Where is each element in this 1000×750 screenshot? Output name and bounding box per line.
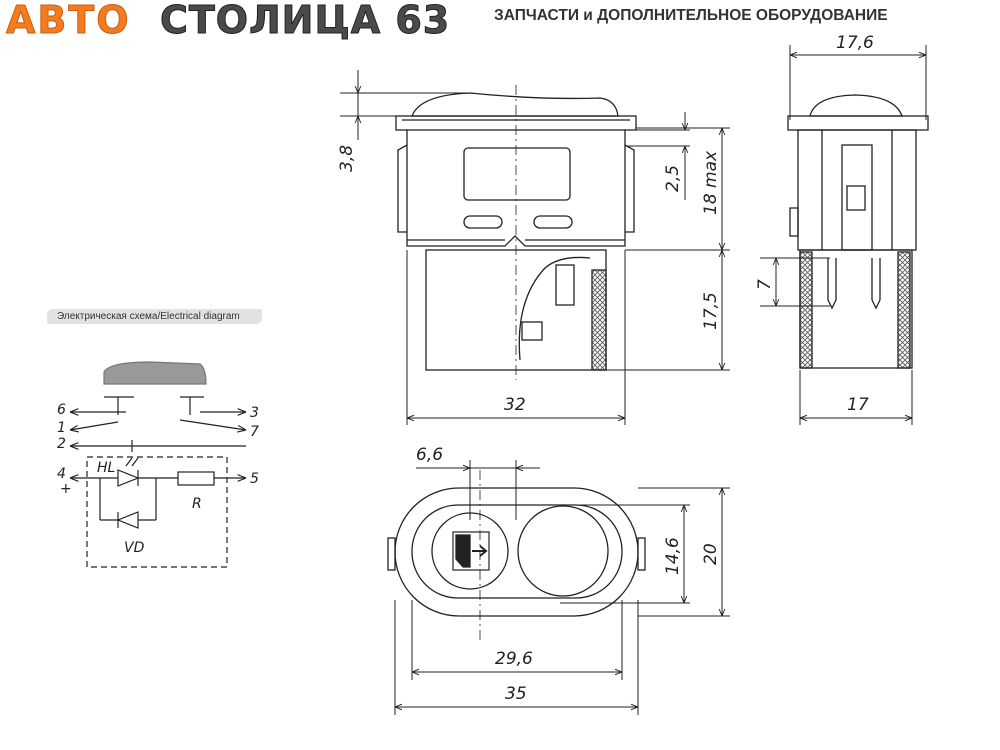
brand-logo-part2: СТОЛИЦА 63 [159, 0, 451, 43]
pin-4: 4 [57, 466, 66, 482]
dim-3-8: 3,8 [337, 145, 357, 172]
dim-20: 20 [701, 543, 721, 565]
front-dimensions [340, 70, 730, 425]
header: АВТО СТОЛИЦА 63 ЗАПЧАСТИ и ДОПОЛНИТЕЛЬНО… [0, 0, 1000, 43]
dim-17-6: 17,6 [836, 33, 874, 53]
dim-29-6: 29,6 [495, 649, 533, 669]
top-dimensions [394, 460, 730, 715]
brand-logo-part1: АВТО [6, 0, 131, 43]
label-vd: VD [124, 540, 145, 556]
pin-3: 3 [250, 405, 259, 421]
pin-6: 6 [57, 402, 66, 418]
dim-32: 32 [504, 395, 526, 415]
dim-2-5: 2,5 [663, 165, 683, 192]
dim-17: 17 [847, 395, 869, 415]
dim-17-5: 17,5 [701, 292, 721, 330]
dim-14-6: 14,6 [663, 537, 683, 575]
plus-sign: + [60, 481, 72, 497]
label-r: R [192, 496, 202, 512]
front-view [395, 85, 637, 380]
diagram-badge-label: Электрическая схема/Electrical diagram [57, 311, 240, 322]
pin-5: 5 [250, 471, 259, 487]
pin-2: 2 [57, 436, 66, 452]
dim-35: 35 [505, 684, 527, 704]
side-view [787, 94, 929, 369]
side-dimensions [760, 45, 927, 425]
dim-6-6: 6,6 [416, 445, 443, 465]
schematic [70, 361, 246, 568]
label-hl: HL [97, 460, 115, 476]
diagram-badge: Электрическая схема/Electrical diagram [47, 309, 262, 324]
dim-18max: 18 max [701, 150, 721, 215]
dim-7: 7 [755, 279, 775, 290]
pin-1: 1 [57, 420, 66, 436]
tagline: ЗАПЧАСТИ и ДОПОЛНИТЕЛЬНОЕ ОБОРУДОВАНИЕ [494, 7, 888, 24]
pin-7: 7 [250, 424, 259, 440]
